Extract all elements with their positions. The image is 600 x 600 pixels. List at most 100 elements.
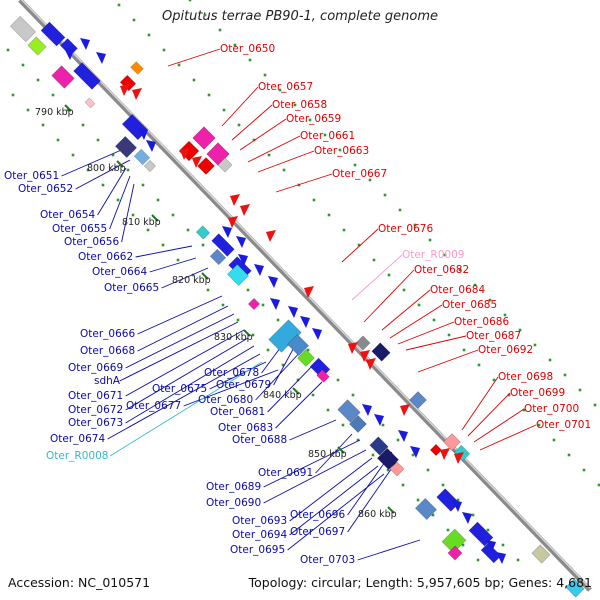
kbp-tick-label: 820 kbp [172, 275, 211, 286]
gene-block [226, 263, 250, 287]
gene-arrow [462, 512, 472, 524]
gene-label-right: Oter_0667 [332, 168, 387, 180]
gene-label-left: Oter_0679 [216, 379, 271, 391]
leader-line [479, 424, 537, 451]
scale-dot [312, 198, 316, 202]
scale-dot [516, 558, 520, 562]
genome-backbone [18, 0, 592, 592]
scale-dot [401, 483, 405, 487]
gene-label-left: Oter_0655 [52, 223, 107, 235]
kbp-tick [387, 506, 395, 514]
scale-dot [117, 3, 121, 7]
gene-arrow [268, 276, 278, 288]
gene-label-right: Oter_0676 [378, 223, 433, 235]
kbp-tick-label: 860 kbp [358, 509, 397, 520]
scale-dot [233, 43, 237, 47]
gene-block [9, 15, 37, 43]
scale-dot [191, 273, 195, 277]
gene-label-right: Oter_0658 [272, 99, 327, 111]
scale-dot [462, 348, 466, 352]
scale-dot [96, 138, 100, 142]
gene-block [40, 21, 66, 47]
leader-line [221, 86, 259, 127]
gene-block [436, 488, 460, 512]
map-title: Opitutus terrae PB90-1, complete genome [161, 9, 439, 24]
scale-dot [111, 153, 115, 157]
gene-arrow [270, 298, 280, 310]
scale-dot [567, 453, 571, 457]
gene-block [429, 443, 443, 457]
gene-label-left: Oter_0665 [104, 282, 159, 294]
scale-dot [432, 318, 436, 322]
gene-arrow [362, 404, 372, 416]
kbp-tick [292, 387, 300, 395]
leader-line [255, 347, 305, 401]
scale-dot [246, 288, 250, 292]
leader-line [473, 408, 525, 443]
gene-arrow [312, 328, 322, 340]
scale-dot [308, 118, 312, 122]
leader-line [239, 118, 287, 151]
scale-dot [507, 393, 511, 397]
gene-label-left: Oter_0669 [68, 362, 123, 374]
leader-line [125, 329, 245, 397]
scale-dot [171, 213, 175, 217]
kbp-tick-label: 790 kbp [35, 107, 74, 118]
leader-line [125, 337, 249, 411]
scale-dot [446, 528, 450, 532]
scale-dot [372, 258, 376, 262]
gene-arrow [496, 552, 506, 564]
scale-dot [386, 468, 390, 472]
gene-arrow [96, 52, 106, 64]
gene-arrow [192, 156, 202, 168]
scale-dot [383, 193, 387, 197]
gene-arrow [254, 264, 264, 276]
scale-dot [371, 453, 375, 457]
scale-dot [293, 103, 297, 107]
leader-line [167, 48, 221, 67]
scale-dot [503, 313, 507, 317]
scale-dot [311, 393, 315, 397]
scale-dot [336, 378, 340, 382]
gene-arrow [440, 448, 450, 460]
gene-label-right: Oter_0699 [510, 387, 565, 399]
gene-block [565, 578, 585, 598]
scale-dot [458, 268, 462, 272]
scale-dot [86, 168, 90, 172]
scale-dot [276, 318, 280, 322]
gene-label-left: Oter_0697 [290, 526, 345, 538]
gene-label-right: Oter_0657 [258, 81, 313, 93]
scale-dot [501, 543, 505, 547]
scale-dot [81, 123, 85, 127]
leader-line [231, 104, 273, 141]
leader-line [341, 228, 379, 263]
gene-block [286, 333, 310, 357]
gene-label-left: Oter_0678 [204, 367, 259, 379]
gene-label-right: Oter_0663 [314, 145, 369, 157]
gene-block [316, 369, 330, 383]
gene-label-left: Oter_R0008 [46, 450, 108, 462]
scale-dot [263, 73, 267, 77]
gene-label-left: Oter_0690 [206, 497, 261, 509]
gene-arrow [266, 230, 276, 242]
scale-dot [11, 93, 15, 97]
leader-line [381, 289, 431, 331]
gene-label-left: Oter_0674 [50, 433, 105, 445]
scale-dot [326, 408, 330, 412]
scale-dot [126, 168, 130, 172]
scale-dot [203, 13, 207, 17]
gene-labels: Oter_0651Oter_0652Oter_0654Oter_0655Oter… [4, 43, 591, 566]
scale-dot [398, 208, 402, 212]
gene-label-left: Oter_0673 [68, 417, 123, 429]
scale-dot [582, 468, 586, 472]
gene-block [51, 65, 75, 89]
scale-dot [431, 513, 435, 517]
scale-dot [447, 333, 451, 337]
leader-line [363, 269, 415, 323]
leader-line [121, 183, 135, 243]
scale-dot [486, 528, 490, 532]
leader-line [125, 313, 235, 369]
gene-arrow [222, 226, 232, 238]
scale-dot [21, 63, 25, 67]
